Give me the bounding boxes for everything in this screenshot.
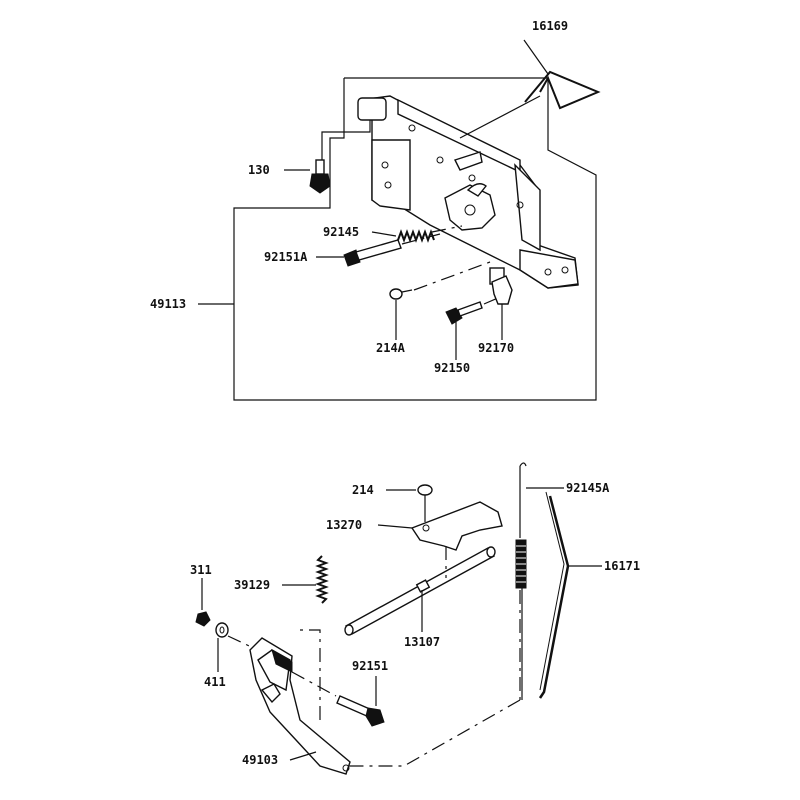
label-16171: 16171 <box>604 559 640 573</box>
label-39129: 39129 <box>234 578 270 592</box>
part-16171-rod <box>538 491 602 699</box>
label-92145A: 92145A <box>566 481 610 495</box>
label-92151A: 92151A <box>264 250 308 264</box>
label-16169: 16169 <box>532 19 568 33</box>
part-16169-clip <box>459 39 601 139</box>
part-13270-plate <box>377 501 503 551</box>
part-labels: 16169 130 92145 92151A 49113 214A 92170 … <box>150 19 640 767</box>
upper-assembly-49113 <box>198 39 601 401</box>
part-130-bolt <box>284 97 387 194</box>
part-92151-bolt <box>291 671 385 727</box>
part-92145-spring <box>371 225 463 243</box>
label-411: 411 <box>204 675 226 689</box>
label-92151: 92151 <box>352 659 388 673</box>
part-39129-spring <box>282 555 329 604</box>
part-214A-screw <box>389 261 491 340</box>
control-bracket <box>358 95 579 289</box>
label-92150: 92150 <box>434 361 470 375</box>
label-49103: 49103 <box>242 753 278 767</box>
lower-assembly <box>195 462 602 775</box>
part-92170-clamp <box>491 275 513 340</box>
part-311-nut <box>195 578 211 627</box>
label-214A: 214A <box>376 341 406 355</box>
label-311: 311 <box>190 563 212 577</box>
label-92170: 92170 <box>478 341 514 355</box>
label-13107: 13107 <box>404 635 440 649</box>
assembly-outline-49113 <box>233 77 597 401</box>
part-92145A-spring <box>515 462 564 700</box>
label-13270: 13270 <box>326 518 362 532</box>
part-214-screw <box>386 484 433 528</box>
part-13107-shaft <box>344 546 496 636</box>
label-49113: 49113 <box>150 297 186 311</box>
label-214: 214 <box>352 483 374 497</box>
label-92145: 92145 <box>323 225 359 239</box>
part-49103-lever <box>249 637 351 775</box>
part-92151A-bolt <box>316 233 441 267</box>
part-411-washer <box>215 622 229 672</box>
label-130: 130 <box>248 163 270 177</box>
